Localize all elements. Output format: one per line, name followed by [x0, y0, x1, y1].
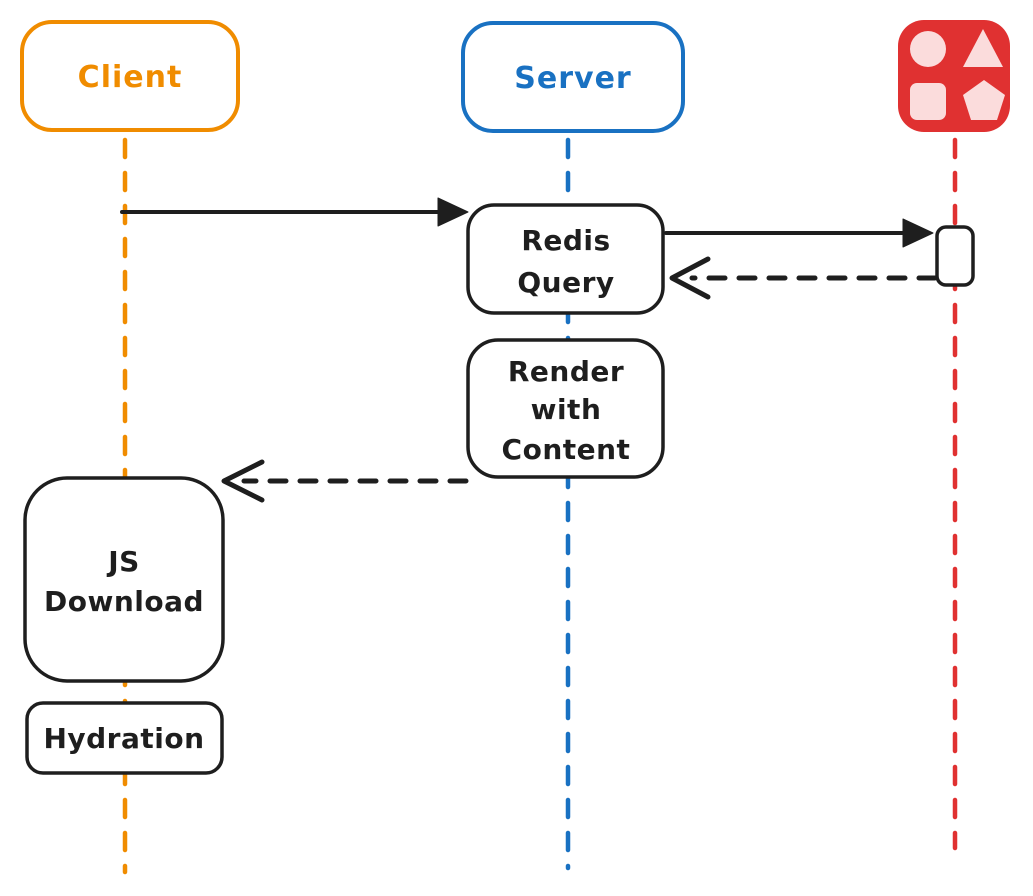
client-actor: Client [20, 20, 240, 132]
js-download-line1: JS [106, 545, 140, 578]
edge-store-to-server [669, 256, 938, 300]
client-actor-label: Client [78, 60, 183, 95]
redis-query-node: Redis Query [466, 203, 665, 315]
js-download-box [23, 476, 225, 683]
pentagon-shape-icon [963, 80, 1005, 120]
hydration-label: Hydration [43, 722, 204, 755]
triangle-shape-icon [963, 29, 1003, 67]
redis-query-line2: Query [517, 266, 614, 299]
arrowhead-right-icon [437, 197, 469, 227]
circle-shape-icon [910, 31, 946, 67]
server-actor-label: Server [514, 61, 631, 96]
server-actor-box [461, 21, 685, 133]
shapes-store-icon [898, 20, 1010, 132]
server-actor: Server [461, 21, 685, 133]
render-with-content-box [466, 338, 665, 479]
edge-client-to-server [120, 197, 469, 227]
arrowhead-right-icon [902, 218, 934, 248]
square-shape-icon [910, 83, 946, 120]
arrowhead-left-icon [669, 256, 711, 300]
hydration-node: Hydration [25, 701, 224, 775]
render-line1: Render [508, 355, 624, 388]
hydration-box [25, 701, 224, 775]
redis-query-line1: Redis [521, 224, 610, 257]
redis-query-box [466, 203, 665, 315]
js-download-line2: Download [44, 585, 204, 618]
render-with-content-node: Render with Content [466, 338, 665, 479]
js-download-node: JS Download [23, 476, 225, 683]
render-line2: with [531, 393, 602, 426]
render-line3: Content [502, 433, 631, 466]
arrowhead-left-icon [221, 459, 265, 503]
edge-server-to-store [664, 218, 934, 248]
client-actor-box [20, 20, 240, 132]
store-activation-box [935, 225, 975, 287]
edge-server-to-client [221, 459, 469, 503]
